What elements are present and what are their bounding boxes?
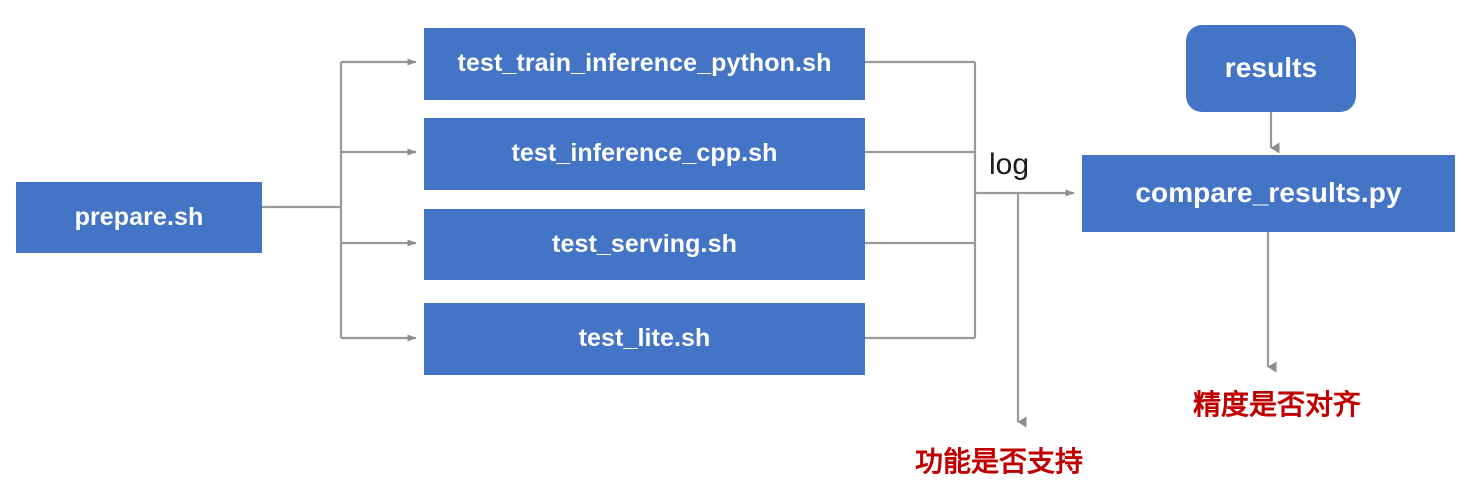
node-test-inference-cpp-sh[interactable]: test_inference_cpp.sh <box>424 118 865 190</box>
node-compare-results-py[interactable]: compare_results.py <box>1082 155 1455 232</box>
note-function-supported: 功能是否支持 <box>915 446 1084 477</box>
note-precision-aligned: 精度是否对齐 <box>1193 389 1362 420</box>
edge-label-log: log <box>989 148 1030 181</box>
node-test-lite-sh[interactable]: test_lite.sh <box>424 303 865 375</box>
node-prepare-sh[interactable]: prepare.sh <box>16 182 262 253</box>
node-results[interactable]: results <box>1186 25 1356 112</box>
node-test-train-inference-python-sh[interactable]: test_train_inference_python.sh <box>424 28 865 100</box>
node-test-serving-sh[interactable]: test_serving.sh <box>424 209 865 280</box>
